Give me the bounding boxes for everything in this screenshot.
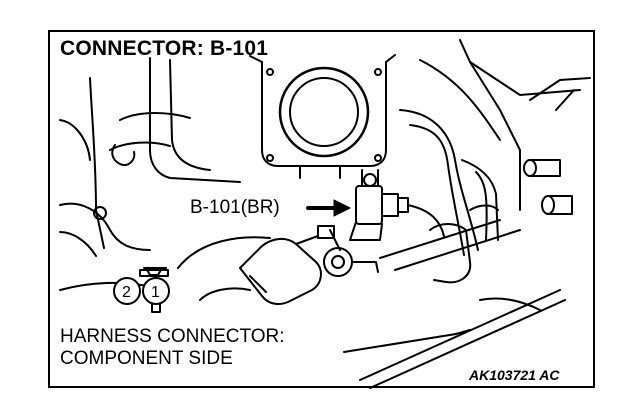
harness-leader-tail xyxy=(455,329,471,335)
harness-leader-line xyxy=(343,333,457,353)
figure-title: CONNECTOR: B-101 xyxy=(60,37,269,60)
throttle-body xyxy=(249,54,396,179)
pin-1-label: 1 xyxy=(151,284,160,301)
b101-connector-component xyxy=(349,169,445,241)
callout-arrow xyxy=(306,199,351,217)
connector-face-diagram: 2 1 xyxy=(113,267,170,313)
sensor-assembly xyxy=(239,225,379,305)
harness-caption-line-2: COMPONENT SIDE xyxy=(60,348,233,369)
pin-2-label: 2 xyxy=(122,284,131,301)
connector-callout-label: B-101(BR) xyxy=(188,197,282,219)
harness-caption: HARNESS CONNECTOR: COMPONENT SIDE xyxy=(60,326,285,370)
lower-pipe xyxy=(359,219,566,389)
pipe-stubs xyxy=(523,159,573,215)
figure-code: AK103721 AC xyxy=(467,367,562,383)
harness-caption-line-1: HARNESS CONNECTOR: xyxy=(60,326,285,347)
engine-structure xyxy=(59,57,271,301)
hoses xyxy=(399,39,591,284)
